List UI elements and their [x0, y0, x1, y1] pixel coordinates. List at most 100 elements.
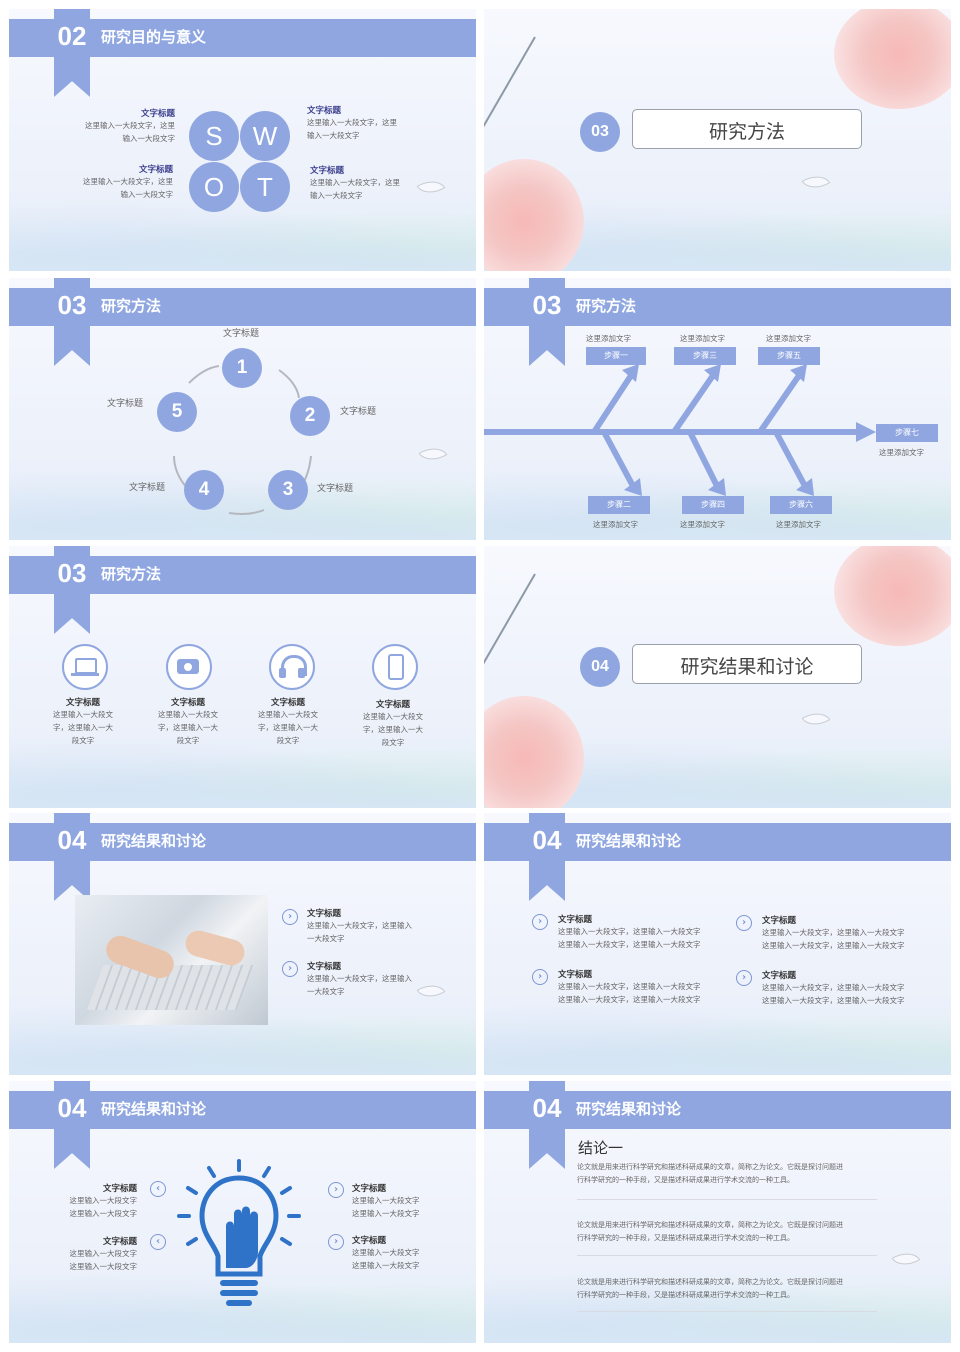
leaf-decoration	[801, 169, 831, 195]
slide-5[interactable]: 03 研究方法 文字标题 这里输入一大段文字，这里输入一大段文字 文字标题 这里…	[9, 546, 476, 808]
slide-6[interactable]: 04 研究结果和讨论	[484, 546, 951, 808]
cycle-node-2: 2	[290, 396, 330, 436]
slide-title: 研究方法	[576, 297, 637, 315]
flower-decoration	[484, 159, 584, 271]
watercolor-wash	[9, 201, 476, 271]
section-number: 03	[57, 558, 87, 588]
slide-1[interactable]: 02 研究目的与意义 S W O T 文字标题 这里输入一大段文字，这里输入一大…	[9, 9, 476, 271]
section-badge: 03	[580, 112, 620, 152]
chevron-right-icon: ›	[282, 961, 298, 977]
text-block: 文字标题 这里输入一大段文字，这里输入一大段文字这里输入一大段文字，这里输入一大…	[558, 970, 701, 1004]
paragraph: 论文就是用来进行科学研究和描述科研成果的文章，简称之为论文。它既是探讨问题进 行…	[577, 1278, 843, 1299]
text-block: 文字标题 这里输入一大段文字，这里输入一大段文字	[83, 165, 173, 199]
node-label: 文字标题	[107, 399, 144, 409]
slide-title: 研究目的与意义	[101, 28, 207, 46]
watercolor-wash	[484, 1273, 951, 1343]
chevron-left-icon: ‹	[150, 1181, 166, 1197]
leaf-decoration	[891, 1246, 921, 1272]
headphones-icon	[269, 644, 315, 690]
lightbulb-hand-icon	[177, 1159, 301, 1306]
text-block: 文字标题 这里输入一大段文字这里输入一大段文字	[352, 1236, 420, 1270]
chevron-right-icon: ›	[736, 915, 752, 931]
phone-icon	[372, 644, 418, 690]
section-title-box	[632, 109, 862, 149]
slide-title: 研究方法	[101, 565, 162, 583]
icon-text-block: 文字标题 这里输入一大段文字，这里输入一大段文字	[258, 698, 318, 745]
text-block: 文字标题 这里输入一大段文字这里输入一大段文字	[69, 1237, 138, 1271]
text-block: 文字标题 这里输入一大段文字，这里输入一大段文字	[307, 962, 412, 996]
section-number: 04	[532, 825, 562, 855]
step-caption: 这里添加文字	[593, 520, 638, 529]
vine-decoration	[484, 573, 536, 679]
node-label: 文字标题	[129, 483, 166, 493]
text-block: 文字标题 这里输入一大段文字这里输入一大段文字	[69, 1184, 138, 1218]
watercolor-wash	[9, 738, 476, 808]
step-caption: 这里添加文字	[680, 520, 725, 529]
step-4: 步骤四	[682, 496, 744, 514]
watercolor-wash	[9, 470, 476, 540]
cycle-node-4: 4	[184, 470, 224, 510]
node-label: 文字标题	[223, 329, 260, 339]
slide-title: 研究结果和讨论	[101, 1100, 207, 1118]
fishbone-diagram	[484, 364, 876, 496]
chevron-right-icon: ›	[532, 969, 548, 985]
leaf-decoration	[418, 441, 448, 467]
slide-2[interactable]: 03 研究方法	[484, 9, 951, 271]
flower-decoration	[834, 9, 951, 109]
slide-title: 研究结果和讨论	[101, 832, 207, 850]
slide-3[interactable]: 03 研究方法 1 2 3 4 5 文字标题 文字标题 文字标题 文字标题 文字…	[9, 278, 476, 540]
node-label: 文字标题	[340, 407, 377, 417]
slide-8[interactable]: 04 研究结果和讨论 › 文字标题 这里输入一大段文字，这里输入一大段文字这里输…	[484, 813, 951, 1075]
typing-photo	[75, 895, 268, 1025]
icon-text-block: 文字标题 这里输入一大段文字，这里输入一大段文字	[363, 700, 423, 747]
text-block: 文字标题 这里输入一大段文字，这里输入一大段文字	[310, 166, 400, 200]
step-caption: 这里添加文字	[879, 448, 924, 457]
text-block: 文字标题 这里输入一大段文字，这里输入一大段文字	[85, 109, 175, 143]
slide-title: 研究结果和讨论	[576, 832, 682, 850]
vine-decoration	[484, 36, 536, 142]
flower-decoration	[484, 696, 584, 808]
leaf-decoration	[416, 174, 446, 200]
cycle-node-5: 5	[157, 392, 197, 432]
laptop-icon	[62, 644, 108, 690]
swot-o: O	[189, 162, 239, 212]
chevron-right-icon: ›	[282, 909, 298, 925]
chevron-right-icon: ›	[532, 914, 548, 930]
step-caption: 这里添加文字	[586, 334, 631, 343]
step-2: 步骤二	[588, 496, 650, 514]
slide-4[interactable]: 03 研究方法 这里添加文字 步骤一 这里添加文字 步骤三 这里添加文字 步骤五…	[484, 278, 951, 540]
text-block: 文字标题 这里输入一大段文字，这里输入一大段文字	[307, 106, 397, 140]
section-badge: 04	[580, 647, 620, 687]
divider	[577, 1255, 877, 1256]
step-1: 步骤一	[586, 347, 646, 365]
slide-7[interactable]: 04 研究结果和讨论 › 文字标题 这里输入一大段文字，这里输入一大段文字 › …	[9, 813, 476, 1075]
section-number: 03	[57, 290, 87, 320]
swot-s: S	[189, 111, 239, 161]
text-block: 文字标题 这里输入一大段文字，这里输入一大段文字	[307, 909, 412, 943]
divider	[577, 1199, 877, 1200]
cycle-node-3: 3	[268, 470, 308, 510]
swot-w: W	[240, 111, 290, 161]
node-label: 文字标题	[317, 484, 354, 494]
watercolor-wash	[484, 1005, 951, 1075]
chevron-right-icon: ›	[328, 1182, 344, 1198]
section-number: 02	[57, 21, 87, 51]
divider	[577, 1311, 877, 1312]
watercolor-wash	[9, 1005, 476, 1075]
conclusion-heading: 结论一	[578, 1139, 624, 1157]
step-caption: 这里添加文字	[766, 334, 811, 343]
chevron-left-icon: ‹	[150, 1234, 166, 1250]
text-block: 文字标题 这里输入一大段文字，这里输入一大段文字这里输入一大段文字，这里输入一大…	[762, 916, 905, 950]
leaf-decoration	[801, 706, 831, 732]
slide-10[interactable]: 04 研究结果和讨论 结论一 论文就是用来进行科学研究和描述科研成果的文章，简称…	[484, 1081, 951, 1343]
slide-9[interactable]: 04 研究结果和讨论 文字标题 这里输入一大段文字这里输入一大段文字 ‹ 文字标…	[9, 1081, 476, 1343]
step-5: 步骤五	[758, 347, 820, 365]
chevron-right-icon: ›	[328, 1234, 344, 1250]
section-title: 研究结果和讨论	[680, 656, 814, 678]
text-block: 文字标题 这里输入一大段文字，这里输入一大段文字这里输入一大段文字，这里输入一大…	[558, 915, 701, 949]
section-title-box	[632, 644, 862, 684]
slide-title: 研究结果和讨论	[576, 1100, 682, 1118]
step-6: 步骤六	[770, 496, 832, 514]
icon-text-block: 文字标题 这里输入一大段文字，这里输入一大段文字	[53, 698, 113, 745]
flower-decoration	[834, 546, 951, 646]
